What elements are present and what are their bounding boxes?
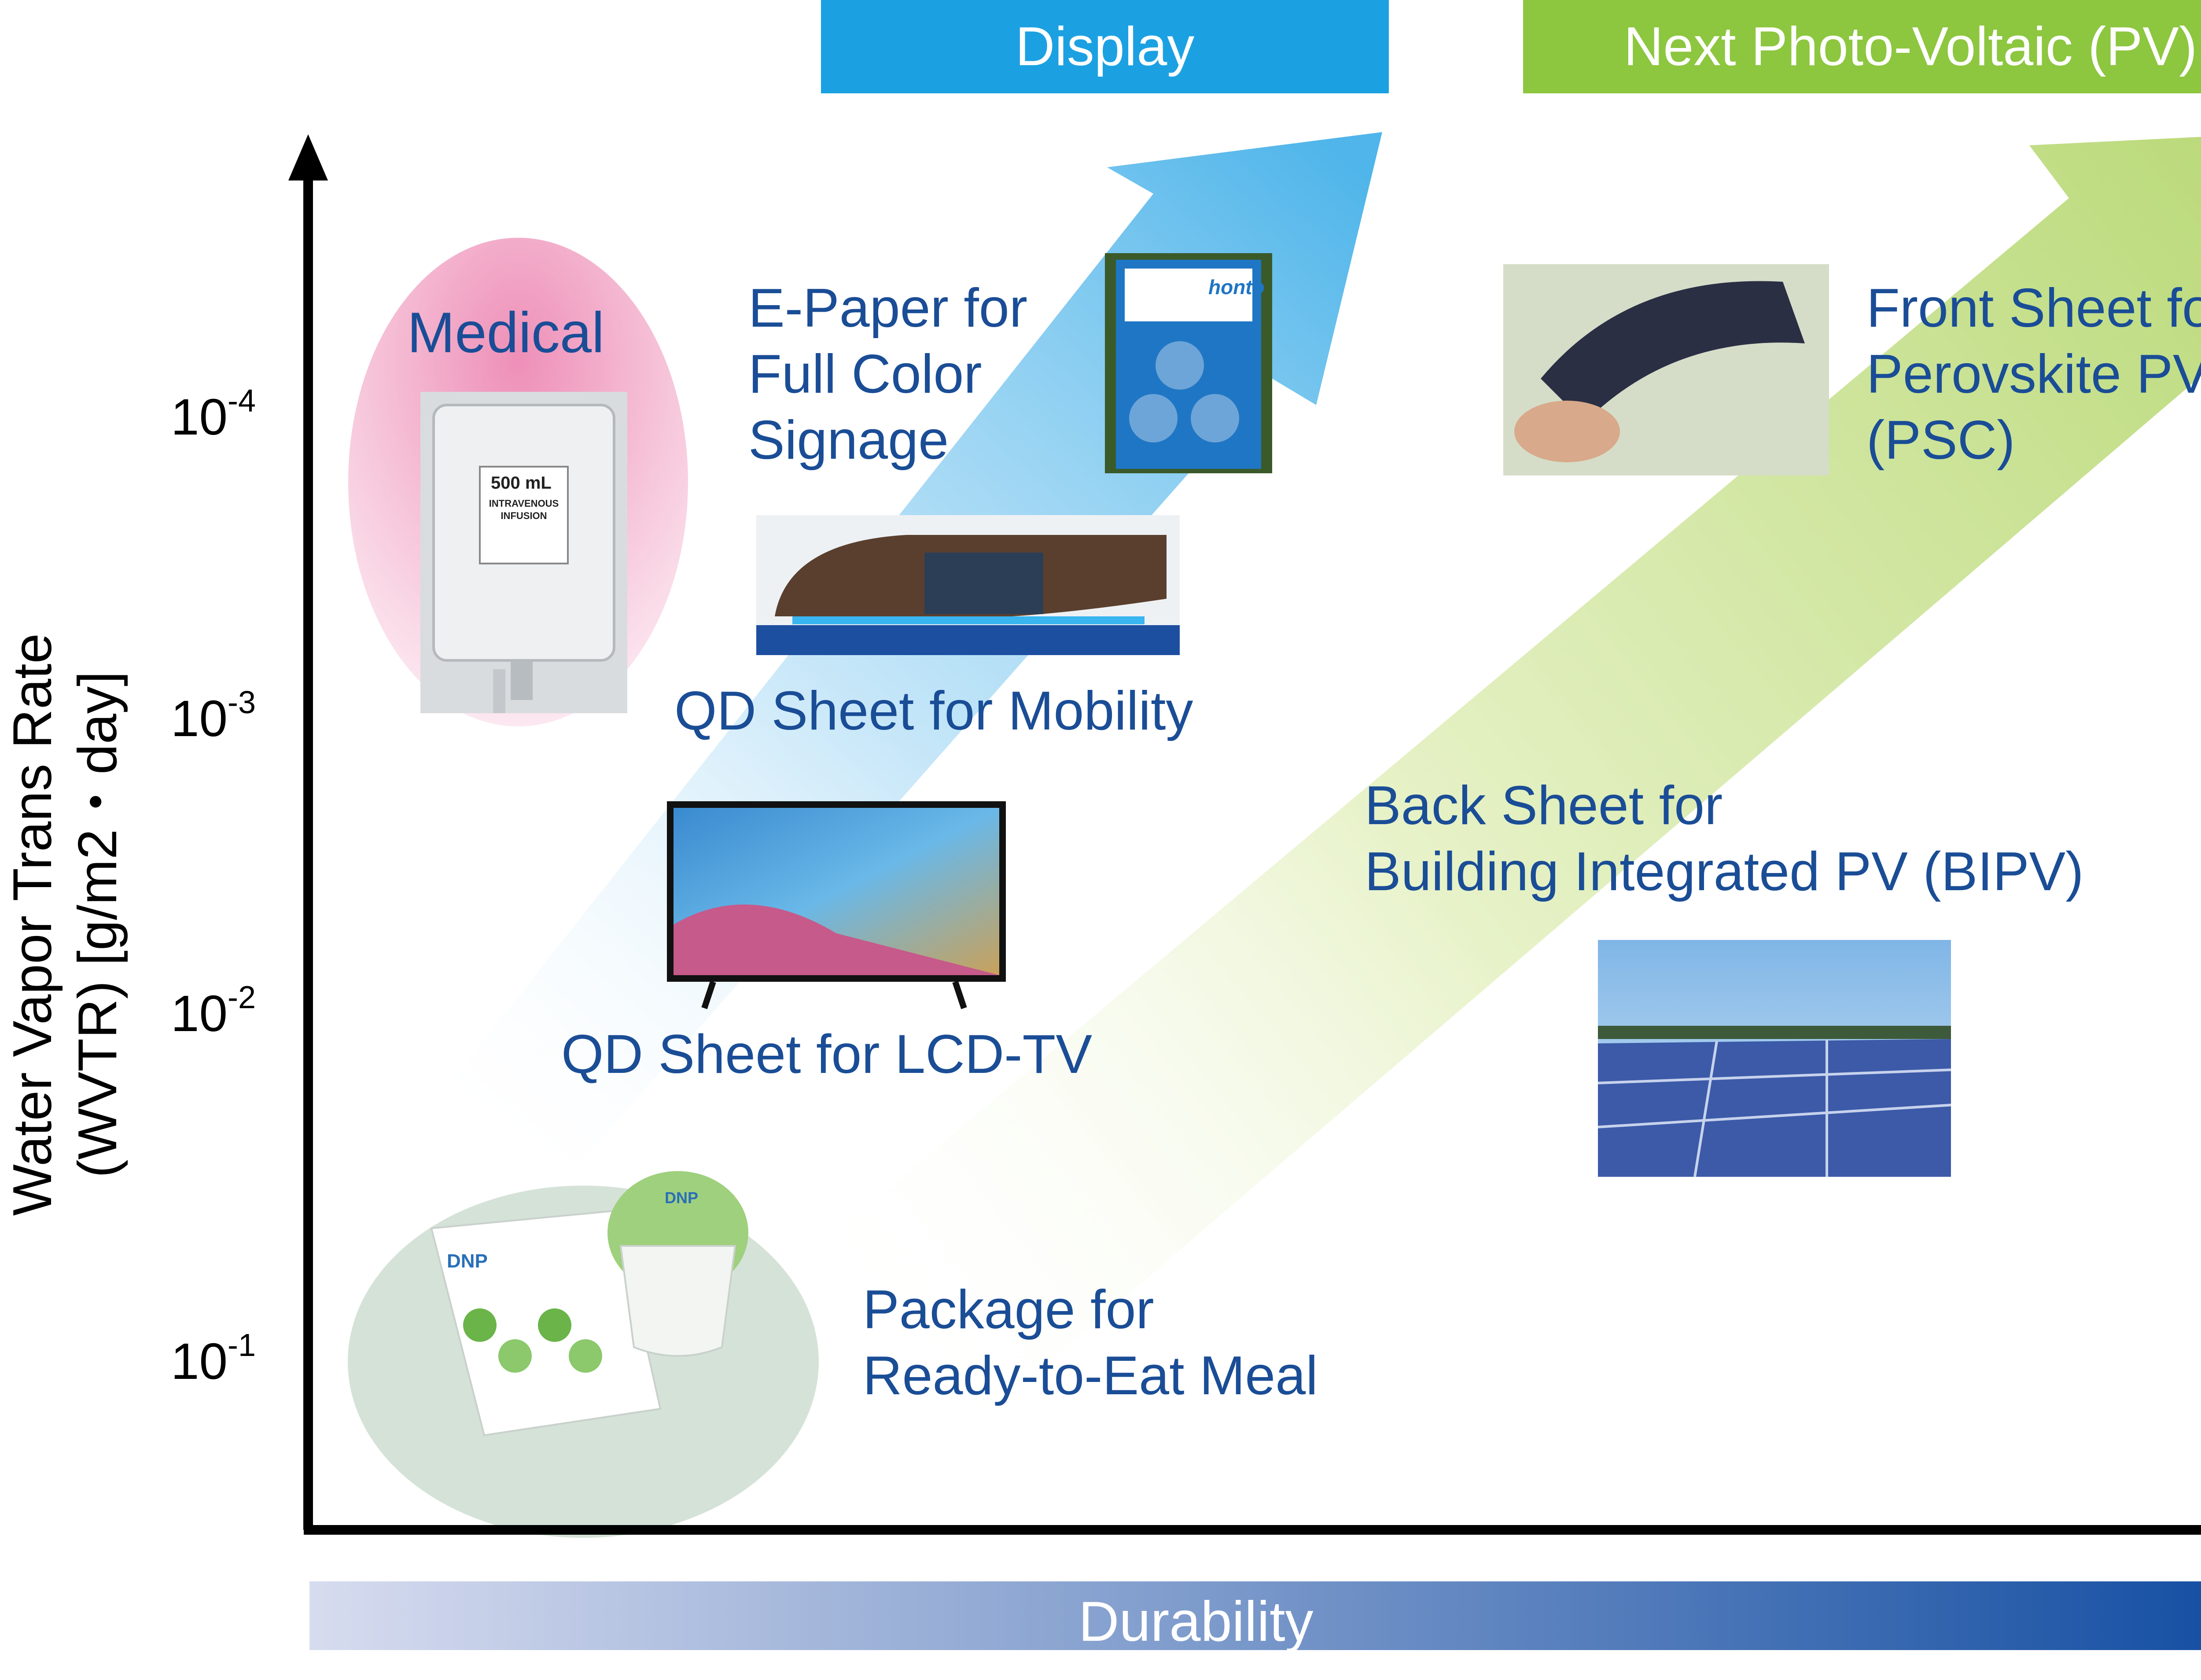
package-label-line1: Package for: [863, 1279, 1154, 1340]
package-brand-logo: DNP: [447, 1250, 488, 1272]
qd-mobility-label: QD Sheet for Mobility: [674, 681, 1193, 741]
durability-arrow: [309, 1581, 2201, 1650]
lcd-tv-image: [667, 801, 1006, 1009]
epaper-label-line1: E-Paper for: [748, 278, 1028, 339]
display-banner: Display: [821, 0, 1389, 93]
y-axis-label: Water Vapor Trans Rate (WVTR) [g/m2・day]: [0, 440, 130, 1409]
qd-lcd-label: QD Sheet for LCD-TV: [561, 1024, 1092, 1085]
signage-brand-logo: honto: [1208, 276, 1265, 298]
y-tick-1e-2: 10-2: [171, 980, 256, 1042]
back-sheet-label-line1: Back Sheet for: [1365, 775, 1723, 836]
epaper-label: E-Paper for Full Color Signage: [748, 275, 1027, 473]
front-sheet-label-line2: Perovskite PV: [1866, 344, 2201, 405]
epaper-label-line2: Full Color: [748, 344, 982, 405]
back-sheet-label-line2: Building Integrated PV (BIPV): [1365, 841, 2084, 902]
iv-bag-volume: 500 mL: [491, 473, 552, 493]
medical-label: Medical: [407, 300, 604, 365]
front-sheet-label: Front Sheet for Perovskite PV (PSC): [1866, 275, 2201, 473]
cup-brand-logo: DNP: [665, 1189, 699, 1207]
package-label: Package for Ready-to-Eat Meal: [863, 1277, 1318, 1409]
y-axis-arrowhead: [288, 134, 328, 181]
epaper-label-line3: Signage: [748, 410, 949, 471]
front-sheet-label-line1: Front Sheet for: [1866, 278, 2201, 339]
y-axis-label-line2: (WVTR) [g/m2・day]: [67, 671, 128, 1178]
epaper-signage-image: [1105, 253, 1272, 473]
meal-package-image: [430, 1171, 748, 1437]
perovskite-pv-image: [1503, 264, 1829, 475]
y-tick-1e-1: 10-1: [171, 1328, 256, 1390]
iv-bag-image: [420, 392, 627, 713]
front-sheet-label-line3: (PSC): [1866, 410, 2015, 471]
pv-banner: Next Photo-Voltaic (PV): [1523, 0, 2201, 93]
back-sheet-label: Back Sheet for Building Integrated PV (B…: [1365, 773, 2084, 905]
pv-banner-label: Next Photo-Voltaic (PV): [1623, 16, 2197, 77]
x-axis-label: Durability: [1078, 1590, 1314, 1653]
y-axis-label-line1: Water Vapor Trans Rate: [2, 633, 63, 1216]
iv-bag-name: INTRAVENOUS INFUSION: [489, 498, 559, 521]
display-banner-label: Display: [1015, 16, 1195, 77]
mobility-dashboard-image: [756, 515, 1180, 655]
package-label-line2: Ready-to-Eat Meal: [863, 1345, 1318, 1406]
bipv-solar-image: [1597, 940, 1951, 1177]
y-tick-1e-4: 10-4: [171, 383, 256, 446]
y-tick-1e-3: 10-3: [171, 685, 256, 747]
